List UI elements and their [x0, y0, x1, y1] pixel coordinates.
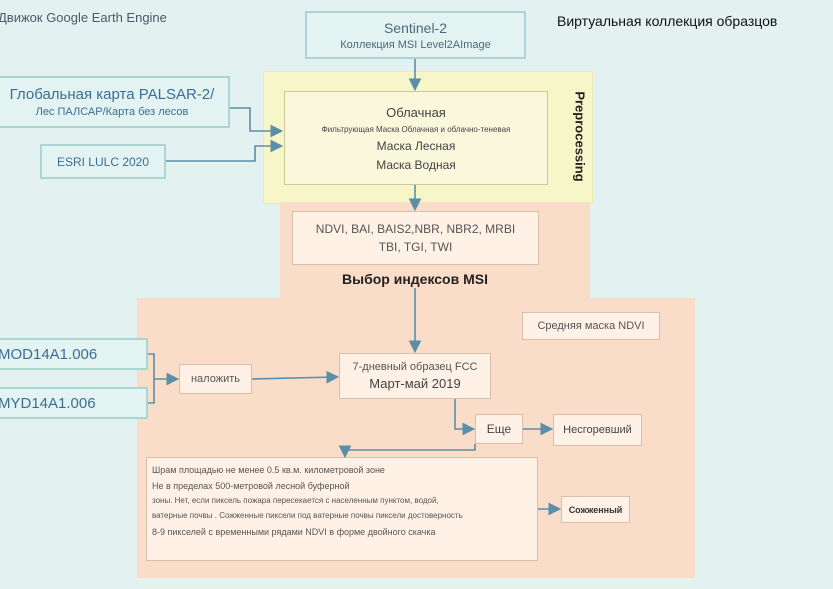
indices-line-1: NDVI, BAI, BAIS2,NBR, NBR2, MRBI	[315, 222, 516, 236]
forest-mask-label: Маска Лесная	[376, 138, 456, 153]
burned-label: Сожженный	[568, 504, 623, 515]
mod-box: MOD14A1.006	[0, 338, 148, 370]
burned-box: Сожженный	[561, 496, 630, 523]
cloud-filter-label: Фильтрующая Маска Облачная и облачно-тен…	[321, 124, 511, 134]
myd-label: MYD14A1.006	[0, 394, 96, 412]
fcc-box: 7-дневный образец FCC Март-май 2019	[339, 353, 491, 399]
indices-box: NDVI, BAI, BAIS2,NBR, NBR2, MRBI TBI, TG…	[292, 211, 539, 265]
criteria-line-1: Шрам площадью не менее 0.5 кв.м. километ…	[152, 465, 385, 475]
esri-label: ESRI LULC 2020	[56, 154, 150, 169]
myd-box: MYD14A1.006	[0, 387, 148, 419]
more-box: Еще	[475, 414, 523, 444]
criteria-line-4: ватерные почвы . Сожженные пиксели под в…	[152, 511, 463, 521]
criteria-line-2: Не в пределах 500-метровой лесной буферн…	[152, 481, 350, 492]
indices-caption: Выбор индексов MSI	[342, 271, 488, 287]
fcc-title: 7-дневный образец FCC	[352, 361, 478, 373]
palsar-title: Глобальная карта PALSAR-2/	[9, 86, 215, 103]
preprocessing-side-label: Preprocessing	[572, 91, 588, 182]
sentinel-subtitle: Коллекция MSI Level2AImage	[340, 38, 491, 51]
fcc-period: Март-май 2019	[369, 376, 461, 391]
more-label: Еще	[486, 422, 512, 436]
ndvi-mask-label: Средняя маска NDVI	[537, 320, 645, 332]
cloud-label: Облачная	[386, 104, 446, 120]
preprocessing-box: Облачная Фильтрующая Маска Облачная и об…	[284, 91, 548, 185]
overlay-box: наложить	[179, 364, 252, 394]
overlay-label: наложить	[190, 373, 240, 385]
engine-label: Движок Google Earth Engine	[0, 10, 167, 25]
palsar-subtitle: Лес ПАЛСАР/Карта без лесов	[35, 106, 189, 118]
sentinel-box: Sentinel-2 Коллекция MSI Level2AImage	[305, 11, 526, 59]
esri-box: ESRI LULC 2020	[40, 144, 166, 179]
criteria-box: Шрам площадью не менее 0.5 кв.м. километ…	[146, 457, 538, 561]
collection-title: Виртуальная коллекция образцов	[557, 13, 778, 29]
unburned-label: Несгоревший	[563, 424, 632, 436]
palsar-box: Глобальная карта PALSAR-2/ Лес ПАЛСАР/Ка…	[0, 76, 230, 128]
indices-line-2: TBI, TGI, TWI	[378, 240, 453, 254]
ndvi-mask-box: Средняя маска NDVI	[522, 312, 660, 340]
sentinel-title: Sentinel-2	[383, 19, 448, 36]
criteria-line-5: 8-9 пикселей с временными рядами NDVI в …	[152, 526, 436, 537]
water-mask-label: Маска Водная	[376, 157, 456, 172]
unburned-box: Несгоревший	[553, 414, 642, 446]
mod-label: MOD14A1.006	[0, 345, 98, 363]
criteria-line-3: зоны. Нет, если пиксель пожара пересекае…	[152, 496, 439, 506]
